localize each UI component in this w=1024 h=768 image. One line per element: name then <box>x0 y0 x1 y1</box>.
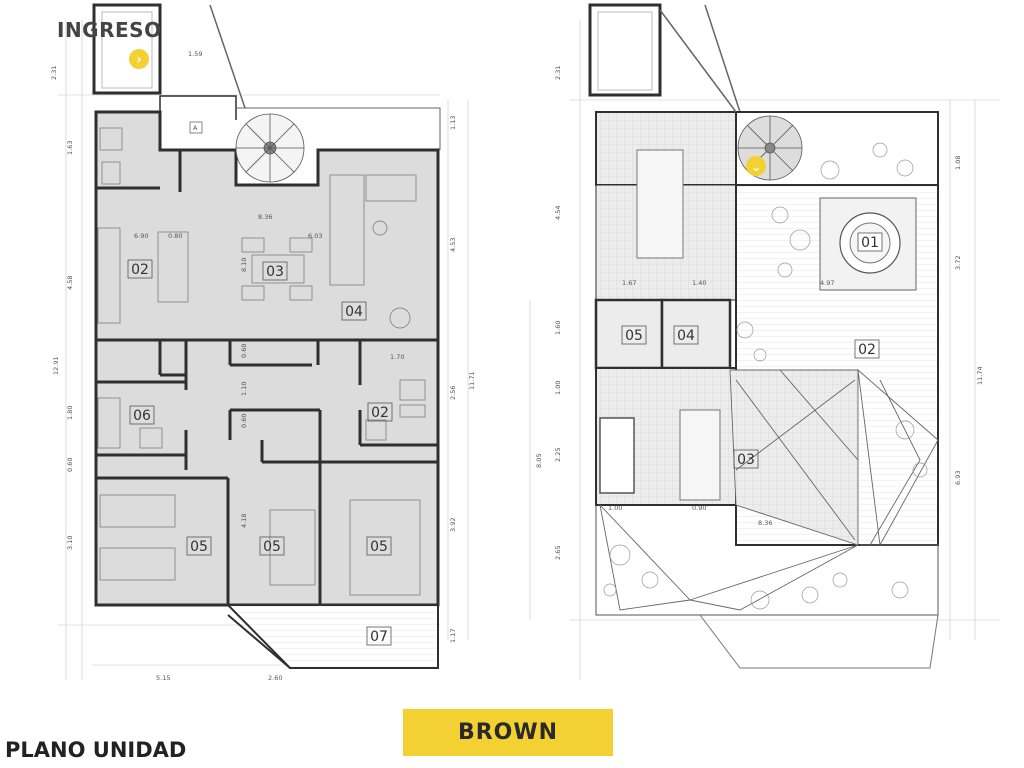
dim-label: 4.54 <box>554 206 562 220</box>
dim-label: 1.67 <box>622 279 636 287</box>
dim-label: 0.60 <box>66 458 74 472</box>
entry-box <box>92 3 162 95</box>
dim-label: 2.56 <box>449 386 457 400</box>
dim-label: 4.58 <box>66 276 74 290</box>
dim-label: 0.60 <box>240 344 248 358</box>
right-dimension-lines <box>529 20 1000 680</box>
dim-label: 1.63 <box>66 141 74 155</box>
dim-label: 6.03 <box>308 232 322 240</box>
dim-label: 2.31 <box>50 66 58 80</box>
dim-label: 4.97 <box>820 279 834 287</box>
dim-label: 0.80 <box>168 232 182 240</box>
dim-label: 1.40 <box>692 279 706 287</box>
right-bathrooms <box>594 298 732 370</box>
left-room-labels: 02 03 04 06 02 05 05 05 07 <box>127 259 393 646</box>
dim-label: 3.72 <box>954 256 962 270</box>
dim-label: 11.74 <box>976 366 984 385</box>
dim-label: 1.13 <box>449 116 457 130</box>
right-entry-box <box>588 3 662 97</box>
dim-label: 2.25 <box>554 448 562 462</box>
roof-structure <box>599 368 939 611</box>
planting <box>603 142 928 610</box>
plan-left: › 02 03 04 06 02 05 05 05 07 1.59 2.31 <box>50 3 476 682</box>
room-label: 02 <box>131 262 149 278</box>
stair-marker[interactable]: ⌄ <box>746 156 766 176</box>
room-label: 05 <box>370 539 388 555</box>
dim-label: 0.60 <box>240 414 248 428</box>
room-label: 05 <box>625 328 643 344</box>
dim-label: 1.17 <box>449 629 457 643</box>
dim-label: 8.05 <box>535 454 543 468</box>
dim-label: 5.15 <box>156 674 170 682</box>
section-marker-label: A <box>193 124 198 132</box>
dim-label: 1.08 <box>954 156 962 170</box>
dim-label: 4.18 <box>240 514 248 528</box>
chevron-down-icon: ⌄ <box>751 160 761 174</box>
left-walls <box>96 150 438 605</box>
dim-label: 8.10 <box>240 258 248 272</box>
entry-marker[interactable]: › <box>129 49 149 69</box>
unit-brown-button[interactable]: BROWN <box>403 709 613 756</box>
room-label: 04 <box>677 328 695 344</box>
dim-label: 0.90 <box>692 504 706 512</box>
dim-label: 6.93 <box>954 471 962 485</box>
left-floor <box>94 110 440 607</box>
plano-unidad-label: PLANO UNIDAD <box>5 738 187 762</box>
chevron-right-icon: › <box>136 53 141 68</box>
dim-label: 1.59 <box>188 50 202 58</box>
room-label: 07 <box>370 629 388 645</box>
dim-label: 1.70 <box>390 353 404 361</box>
room-label: 02 <box>858 342 876 358</box>
dim-label: 2.65 <box>554 546 562 560</box>
dim-label: 1.60 <box>554 321 562 335</box>
room-label: 02 <box>371 405 389 421</box>
dim-label: 2.31 <box>554 66 562 80</box>
room-label: 03 <box>266 264 284 280</box>
dim-label: 1.00 <box>608 504 622 512</box>
left-furniture <box>97 127 426 596</box>
dim-label: 1.10 <box>240 382 248 396</box>
dim-label: 6.90 <box>134 232 148 240</box>
room-label: 03 <box>737 452 755 468</box>
left-dimension-labels: 1.59 2.31 1.63 4.58 12.91 1.80 0.60 3.10… <box>50 50 476 682</box>
dim-label: 12.91 <box>52 356 60 375</box>
left-dimension-lines <box>58 20 469 680</box>
room-label: 05 <box>190 539 208 555</box>
room-label: 06 <box>133 408 151 424</box>
dim-label: 3.92 <box>449 518 457 532</box>
right-dimension-labels: 2.31 4.54 1.60 1.00 8.05 2.25 2.65 1.67 … <box>535 66 984 560</box>
room-label: 04 <box>345 304 363 320</box>
dim-label: 3.10 <box>66 536 74 550</box>
dim-label: 1.80 <box>66 406 74 420</box>
dim-label: 8.36 <box>258 213 272 221</box>
dim-label: 11.71 <box>468 371 476 390</box>
dim-label: 1.00 <box>554 381 562 395</box>
dim-label: 2.60 <box>268 674 282 682</box>
room-label: 01 <box>861 235 879 251</box>
room-label: 05 <box>263 539 281 555</box>
ingreso-label: INGRESO <box>57 18 162 42</box>
unit-brown-button-label: BROWN <box>457 720 559 745</box>
balcony-07 <box>225 604 439 669</box>
plan-right: ⌄ 01 05 04 02 03 2.31 4.54 1.60 1.00 8.0… <box>529 3 1000 680</box>
dim-label: 8.36 <box>758 519 772 527</box>
dim-label: 4.53 <box>449 238 457 252</box>
right-room-labels: 01 05 04 02 03 <box>621 232 883 469</box>
left-spiral-stair <box>235 113 305 183</box>
